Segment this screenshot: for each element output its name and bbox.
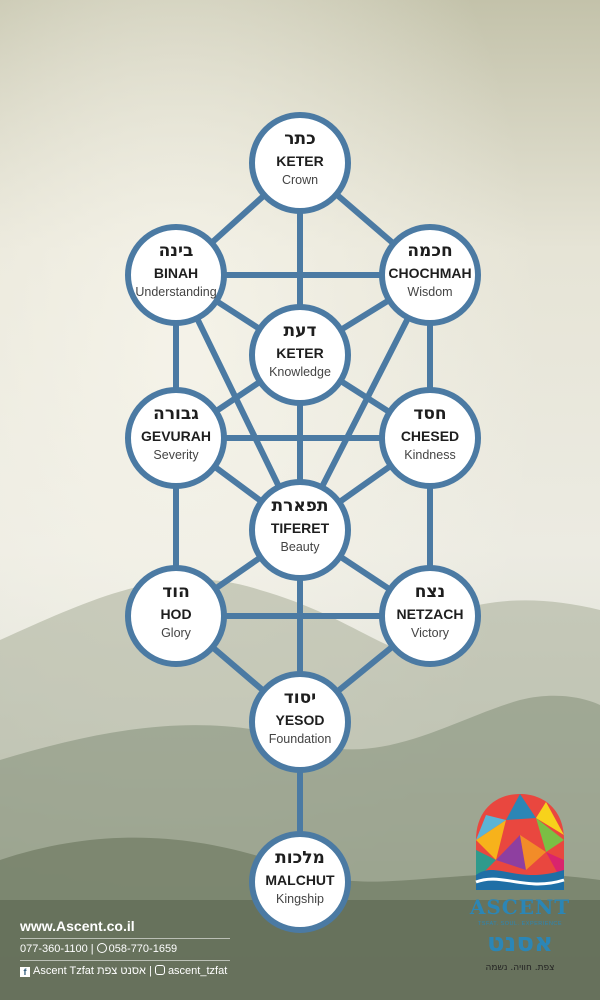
sefirah-circle-yesod [249, 671, 351, 773]
sefirah-label-keter: כתר KETER Crown [245, 129, 355, 188]
sefirah-circle-chesed [379, 387, 481, 489]
instagram-handle[interactable]: ascent_tzfat [167, 965, 228, 977]
sefirah-hebrew: נצח [414, 582, 446, 602]
sefirah-meaning: Kingship [276, 892, 324, 906]
instagram-icon [154, 965, 165, 975]
whatsapp-icon [96, 943, 107, 953]
sefirah-meaning: Understanding [135, 285, 217, 299]
logo-hebrew-tagline: צפת. חוויה. נשמה [485, 963, 555, 973]
logo-name: ASCENT [469, 895, 571, 919]
sefirah-meaning: Glory [161, 626, 191, 640]
sefirah-hebrew: חסד [413, 404, 447, 424]
sefirah-meaning: Kindness [404, 448, 456, 462]
sefirah-name: TIFERET [270, 520, 330, 536]
sefirah-name: MALCHUT [265, 872, 335, 888]
sefirah-circle-tiferet [249, 479, 351, 581]
sefirah-name: BINAH [153, 265, 199, 281]
sefirah-meaning: Severity [153, 448, 199, 462]
sefirah-hebrew: גבורה [153, 404, 199, 424]
sefirah-circle-chochmah [379, 224, 481, 326]
sefirah-label-chesed: חסד CHESED Kindness [375, 404, 485, 463]
sefirah-label-yesod: יסוד YESOD Foundation [245, 688, 355, 747]
sefirah-name: NETZACH [396, 606, 464, 622]
sefirot-circles [125, 112, 481, 933]
footer-divider [20, 938, 230, 939]
logo-hebrew-name: אסנט [486, 928, 554, 958]
phone-number[interactable]: 077-360-1100 [20, 943, 88, 955]
sefirah-name: HOD [160, 606, 192, 622]
sefirah-label-tiferet: תפארת TIFERET Beauty [245, 496, 355, 555]
sefirah-meaning: Foundation [268, 732, 332, 746]
sefirah-meaning: Crown [281, 173, 319, 187]
sefirah-hebrew: תפארת [271, 496, 329, 516]
sefirah-hebrew: כתר [284, 129, 316, 149]
sefirah-name: KETER [276, 153, 324, 169]
sefirah-label-gevurah: גבורה GEVURAH Severity [121, 404, 231, 463]
sefirah-label-hod: הוד HOD Glory [121, 582, 231, 641]
sefirah-label-binah: בינה BINAH Understanding [121, 241, 231, 300]
sefirah-label-chochmah: חכמה CHOCHMAH Wisdom [375, 241, 485, 300]
website-link[interactable]: www.Ascent.co.il [20, 918, 135, 934]
sefirah-circle-gevurah [125, 387, 227, 489]
sefirah-circle-keter [249, 112, 351, 214]
sefirah-meaning: Knowledge [269, 365, 331, 379]
sefirah-label-netzach: נצח NETZACH Victory [375, 582, 485, 641]
sefirah-meaning: Victory [411, 626, 449, 640]
sefirah-name: KETER [276, 345, 324, 361]
contact-phones: 077-360-1100 | 058-770-1659 [20, 943, 177, 955]
sefirah-name: CHOCHMAH [388, 265, 472, 281]
facebook-handle[interactable]: Ascent Tzfat אסנט צפת [33, 965, 146, 977]
sefirah-label-malchut: מלכות MALCHUT Kingship [245, 848, 355, 907]
sefirah-label-daat: דעת KETER Knowledge [245, 321, 355, 380]
sefirah-circle-netzach [379, 565, 481, 667]
sefirah-hebrew: בינה [158, 241, 194, 261]
logo-tagline: TSFAT. SOUL. EXPERIENCE [477, 921, 563, 927]
sefirah-name: YESOD [275, 712, 325, 728]
sefirah-name: CHESED [400, 428, 460, 444]
whatsapp-number[interactable]: 058-770-1659 [108, 943, 178, 955]
sefirah-hebrew: מלכות [275, 848, 325, 868]
ascent-logo-mosaic [475, 794, 565, 890]
sefirah-meaning: Beauty [280, 540, 320, 554]
sefirah-hebrew: הוד [162, 582, 190, 602]
sefirah-meaning: Wisdom [407, 285, 453, 299]
sefirah-circle-hod [125, 565, 227, 667]
sefirah-circle-malchut [249, 831, 351, 933]
sefirah-hebrew: יסוד [283, 688, 317, 708]
phone-separator: | [90, 943, 97, 955]
sefirah-circle-daat [249, 304, 351, 406]
footer-divider [20, 960, 230, 961]
sefirah-circle-binah [125, 224, 227, 326]
sefirah-hebrew: דעת [283, 321, 317, 341]
social-separator: | [149, 965, 155, 977]
facebook-icon: f [20, 967, 30, 977]
sefirah-name: GEVURAH [140, 428, 211, 444]
sefirah-hebrew: חכמה [407, 241, 453, 261]
